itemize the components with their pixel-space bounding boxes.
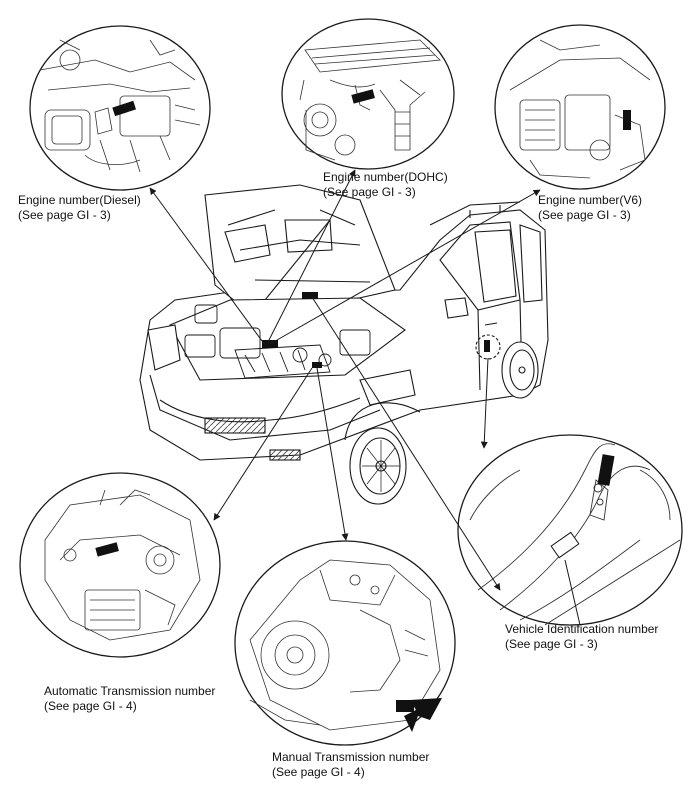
leader-auto [213, 367, 313, 521]
auto-transmission-plate [95, 542, 119, 557]
callout-automatic-transmission: Automatic Transmission number (See page … [44, 684, 215, 714]
callout-manual-transmission-name: Manual Transmission number [272, 750, 430, 764]
dohc-number-plate [351, 89, 375, 104]
bay-transmission-plate [312, 362, 322, 368]
v6-engine-detail [494, 24, 666, 190]
manual-transmission-detail [234, 540, 456, 746]
callout-engine-v6-name: Engine number(V6) [538, 193, 643, 207]
v6-number-plate [623, 110, 631, 130]
vehicle-illustration [139, 184, 549, 505]
vin-label-box [550, 531, 580, 559]
automatic-transmission-detail [19, 472, 221, 658]
leader-vin-door [480, 357, 489, 449]
leader-vin-label [564, 559, 581, 626]
hood-vin-plate [302, 292, 318, 299]
leader-dohc [267, 169, 356, 343]
callout-automatic-transmission-name: Automatic Transmission number [44, 684, 216, 698]
callout-engine-dohc-name: Engine number(DOHC) [323, 170, 448, 184]
diesel-number-plate [112, 100, 137, 117]
leader-diesel [149, 187, 266, 346]
dohc-engine-detail [281, 18, 455, 170]
callout-engine-diesel: Engine number(Diesel) (See page GI - 3) [18, 193, 141, 223]
callout-engine-diesel-ref: (See page GI - 3) [18, 208, 111, 222]
callout-engine-dohc-ref: (See page GI - 3) [323, 185, 416, 199]
callout-vin-ref: (See page GI - 3) [505, 637, 598, 651]
callout-vin: Vehicle Identification number (See page … [505, 622, 658, 652]
leader-lines [149, 169, 581, 626]
leader-manual [316, 367, 349, 541]
callout-automatic-transmission-ref: (See page GI - 4) [44, 699, 137, 713]
vin-detail [457, 434, 683, 626]
callout-engine-dohc: Engine number(DOHC) (See page GI - 3) [323, 170, 448, 200]
callout-manual-transmission: Manual Transmission number (See page GI … [272, 750, 429, 780]
callout-vin-name: Vehicle Identification number [505, 622, 659, 636]
callout-engine-v6: Engine number(V6) (See page GI - 3) [538, 193, 642, 223]
vin-door-plate [597, 454, 615, 486]
leader-v6 [269, 189, 541, 345]
diesel-engine-detail [29, 25, 211, 191]
manual-transmission-plate [396, 700, 414, 712]
callout-engine-diesel-name: Engine number(Diesel) [18, 193, 141, 207]
callout-engine-v6-ref: (See page GI - 3) [538, 208, 631, 222]
callout-manual-transmission-ref: (See page GI - 4) [272, 765, 365, 779]
leader-vin-hood [311, 296, 501, 591]
vin-location-marker [475, 334, 501, 360]
manual-transmission-pointer-icon [404, 698, 442, 732]
fog-lamp [269, 449, 301, 461]
